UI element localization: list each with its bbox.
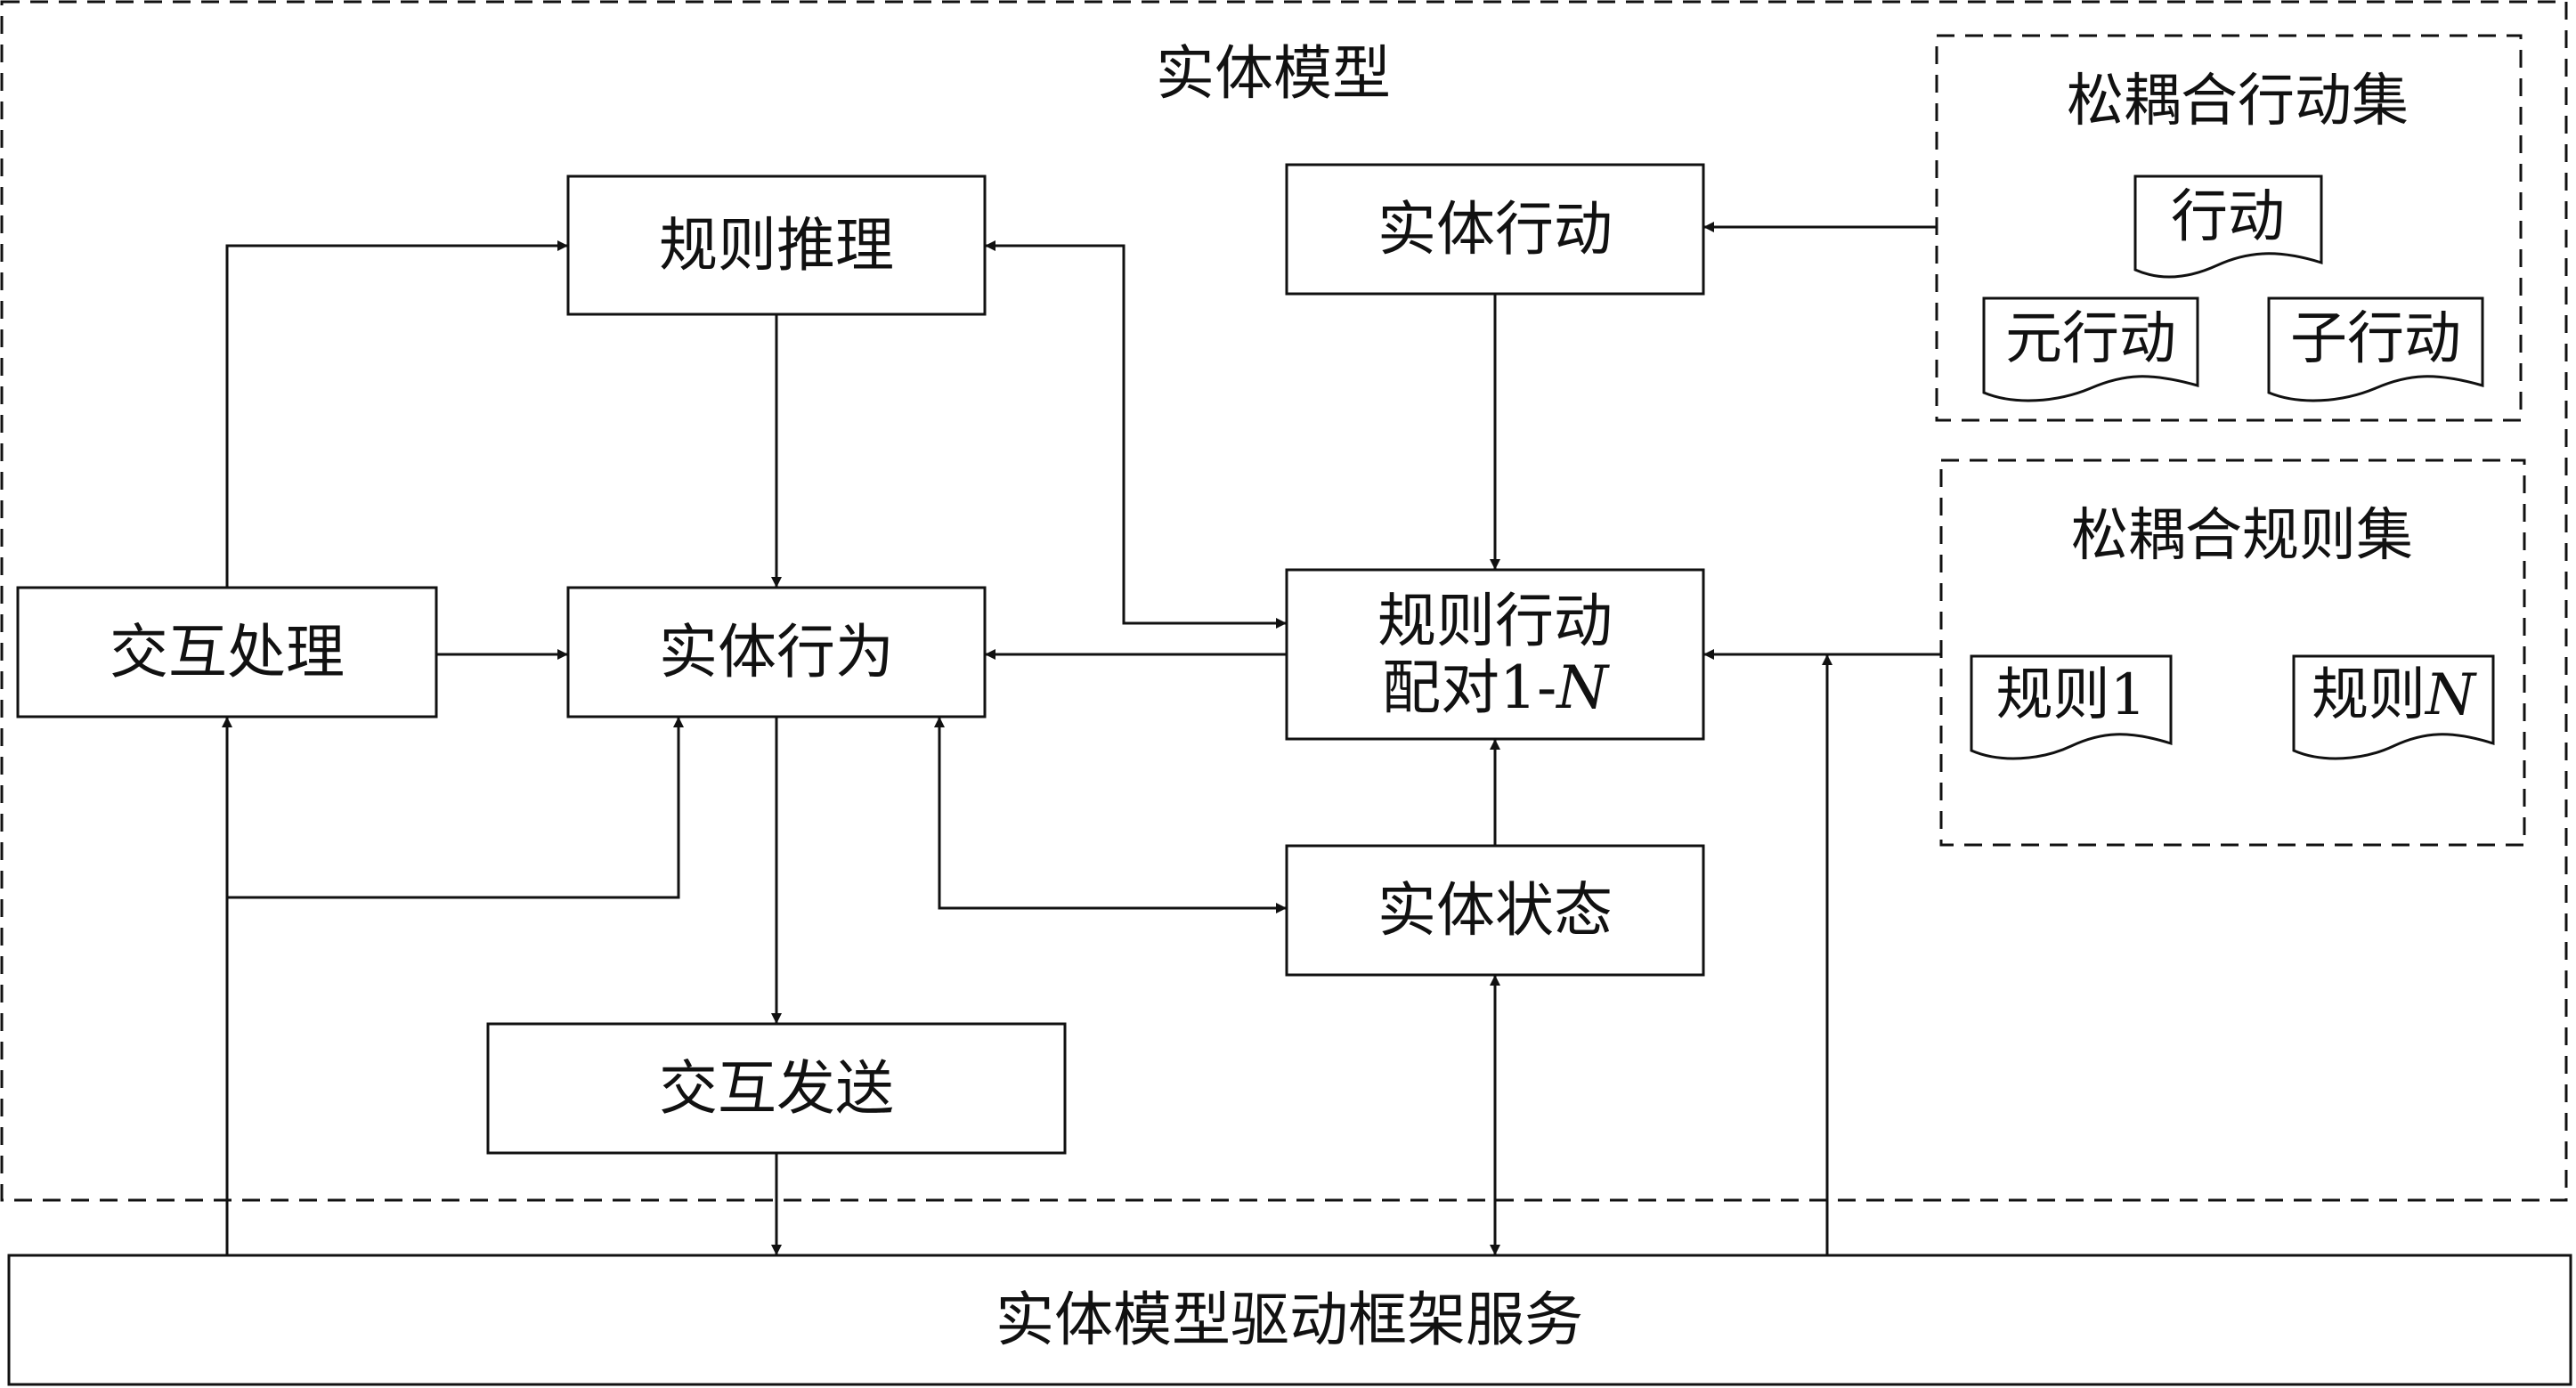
box-interaction-sending: 交互发送 <box>486 1022 1067 1155</box>
box-rule-action-pairing: 规则行动 配对1-N <box>1285 568 1705 741</box>
svg-text:子行动: 子行动 <box>2290 306 2461 372</box>
svg-text:规则N: 规则N <box>2312 662 2477 728</box>
doc-rule-1: 规则1 <box>1970 654 2173 760</box>
box-entity-state: 实体状态 <box>1285 844 1705 977</box>
edge-reasoning-pairing <box>985 240 1287 629</box>
svg-text:实体行动: 实体行动 <box>1377 195 1613 264</box>
edge-behavior-state <box>934 717 1287 913</box>
rule-set-group <box>1939 459 2526 847</box>
edge-processing-to-reasoning <box>225 240 568 588</box>
svg-text:规则推理: 规则推理 <box>659 211 894 280</box>
doc-sub-action: 子行动 <box>2267 296 2484 402</box>
edge-branch-to-behavior <box>227 717 684 899</box>
svg-text:交互发送: 交互发送 <box>659 1054 894 1123</box>
svg-text:规则1: 规则1 <box>1996 662 2147 728</box>
doc-meta-action: 元行动 <box>1982 296 2199 402</box>
box-interaction-processing: 交互处理 <box>16 586 438 718</box>
rule-set-title: 松耦合规则集 <box>2071 503 2413 569</box>
svg-text:交互处理: 交互处理 <box>110 618 345 686</box>
svg-text:实体模型驱动框架服务: 实体模型驱动框架服务 <box>995 1286 1583 1354</box>
svg-text:元行动: 元行动 <box>2005 306 2176 372</box>
svg-text:实体状态: 实体状态 <box>1377 876 1613 945</box>
action-set-title: 松耦合行动集 <box>2067 69 2409 134</box>
box-entity-behavior: 实体行为 <box>566 586 987 718</box>
svg-text:配对1-N: 配对1-N <box>1382 653 1610 722</box>
box-framework-service: 实体模型驱动框架服务 <box>7 1254 2572 1386</box>
entity-model-group <box>0 0 2568 1202</box>
entity-model-title: 实体模型 <box>1156 39 1391 108</box>
svg-text:行动: 行动 <box>2171 184 2285 250</box>
box-entity-action: 实体行动 <box>1285 163 1705 296</box>
doc-action: 行动 <box>2133 175 2323 279</box>
box-rule-reasoning: 规则推理 <box>566 175 987 316</box>
svg-text:实体行为: 实体行为 <box>659 618 894 686</box>
doc-rule-n: 规则N <box>2292 654 2495 760</box>
svg-text:规则行动: 规则行动 <box>1377 587 1613 655</box>
